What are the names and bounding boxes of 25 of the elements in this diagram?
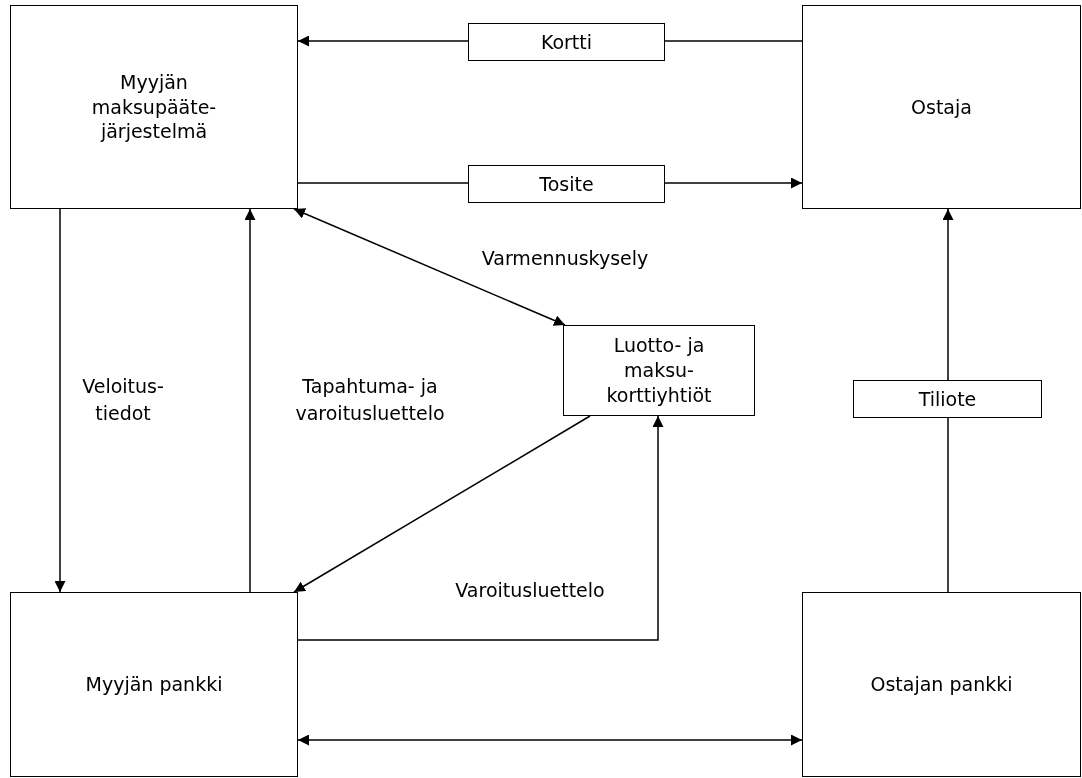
arrow — [54, 208, 66, 593]
box-label: Tosite — [539, 171, 594, 197]
arrow — [293, 208, 566, 326]
box-label: Kortti — [540, 29, 593, 55]
box-label: Luotto- ja maksu- korttiyhtiöt — [605, 333, 713, 408]
box-label: Ostaja — [911, 94, 972, 120]
process-box — [853, 380, 1042, 418]
arrow — [297, 415, 664, 641]
process-box — [10, 5, 298, 209]
arrow — [942, 208, 954, 381]
process-box — [468, 23, 665, 61]
process-box — [802, 5, 1081, 209]
process-box — [802, 592, 1081, 777]
box-label: Tiliote — [918, 386, 977, 412]
arrow — [297, 734, 803, 746]
box-label: Myyjän pankki — [85, 672, 223, 697]
process-box — [468, 165, 665, 203]
box-label: Ostajan pankki — [870, 672, 1013, 697]
process-box — [563, 325, 755, 416]
arrow — [293, 415, 591, 593]
arrow — [297, 35, 469, 47]
box-label: Myyjän maksupääte- järjestelmä — [90, 69, 218, 145]
arrow — [664, 177, 803, 189]
process-box — [10, 592, 298, 777]
arrow — [244, 208, 256, 593]
